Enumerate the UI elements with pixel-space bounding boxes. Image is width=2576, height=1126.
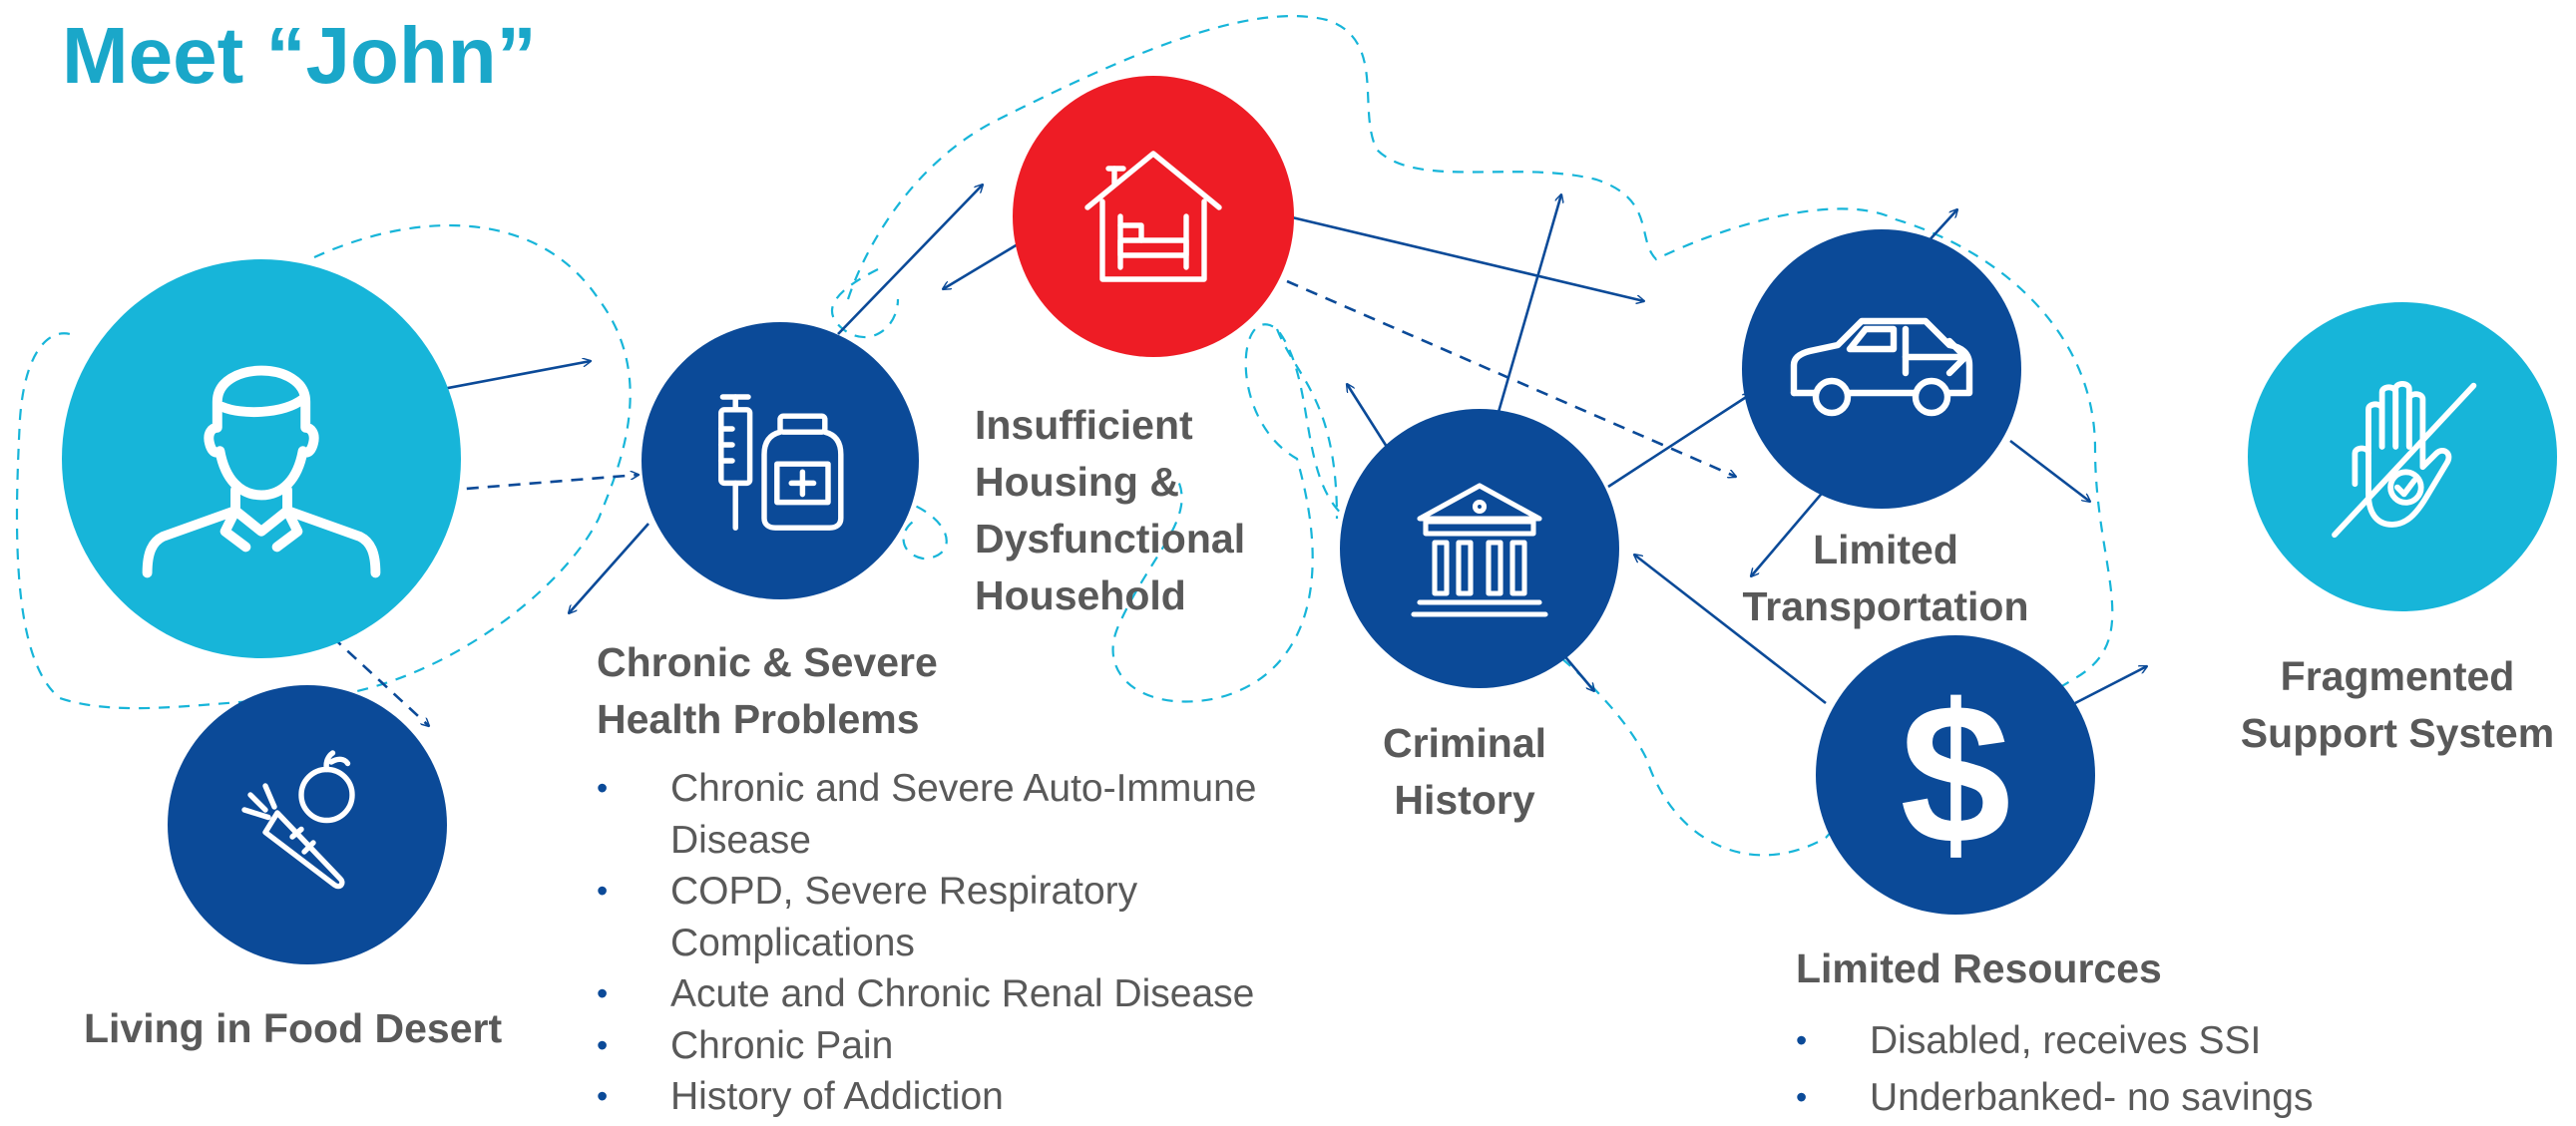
- criminal-label: Criminal History: [1335, 715, 1594, 829]
- transport-node: [1742, 229, 2021, 509]
- list-item: Disabled, receives SSI: [1796, 1012, 2494, 1069]
- list-item: Chronic and Severe Auto-Immune Disease: [597, 763, 1315, 866]
- health-problem-list: Chronic and Severe Auto-Immune Disease C…: [597, 763, 1315, 1123]
- arrow-criminal-up: [1495, 194, 1561, 420]
- support-label: Fragmented Support System: [2203, 648, 2576, 762]
- courthouse-icon: [1411, 483, 1548, 617]
- resources-list: Disabled, receives SSI Underbanked- no s…: [1796, 1012, 2494, 1126]
- support-label-line-2: Support System: [2240, 710, 2555, 756]
- housing-node: [1013, 76, 1294, 357]
- arrow-housing-transport: [1291, 215, 1644, 301]
- criminal-node: [1340, 409, 1619, 688]
- health-label: Chronic & Severe Health Problems: [597, 634, 938, 748]
- medicine-icon: [718, 394, 844, 531]
- car-icon: [1790, 317, 1973, 417]
- arrow-transport-left: [1751, 488, 1827, 576]
- support-node: [2248, 302, 2557, 611]
- arrow-health-housing: [837, 185, 983, 335]
- person-icon: [142, 365, 381, 578]
- resources-node: $: [1816, 635, 2095, 915]
- food-node: [168, 685, 447, 964]
- loop-criminal: [1275, 328, 1339, 520]
- housing-label-line-1: Insufficient: [975, 402, 1193, 448]
- criminal-label-line-1: Criminal: [1382, 720, 1547, 766]
- dollar-icon: $: [1900, 663, 2011, 886]
- dashed-housing-transport: [1286, 279, 1736, 477]
- dashed-john-health: [403, 475, 639, 496]
- transport-label-line-2: Transportation: [1742, 583, 2029, 629]
- house-bed-icon: [1084, 151, 1222, 282]
- transport-label: Limited Transportation: [1716, 522, 2055, 635]
- list-item: History of Addiction: [597, 1071, 1315, 1123]
- health-label-line-2: Health Problems: [597, 696, 920, 742]
- housing-label-line-3: Dysfunctional: [975, 516, 1246, 562]
- loop-health-right: [897, 497, 948, 561]
- list-item: Chronic Pain: [597, 1020, 1315, 1072]
- resources-label: Limited Resources: [1796, 945, 2162, 991]
- health-node: [642, 322, 919, 599]
- arrow-transport-right: [2009, 439, 2090, 502]
- criminal-label-line-2: History: [1394, 777, 1535, 823]
- arrow-housing-health: [943, 242, 1019, 289]
- list-item: COPD, Severe Respiratory Complications: [597, 866, 1315, 968]
- loop-housing: [846, 15, 2114, 857]
- health-label-line-1: Chronic & Severe: [597, 639, 938, 685]
- arrow-criminal-left: [1347, 384, 1389, 448]
- food-icon: [241, 750, 355, 890]
- food-label: Living in Food Desert: [84, 1005, 503, 1051]
- loop-health: [830, 268, 900, 339]
- arrow-health-left: [569, 523, 649, 613]
- list-item: Underbanked- no savings: [1796, 1069, 2494, 1126]
- loop-john: [15, 223, 632, 710]
- housing-label-line-4: Household: [975, 572, 1186, 618]
- john-node: [62, 259, 461, 658]
- page-title: Meet “John”: [62, 11, 537, 100]
- hand-off-icon: [2332, 381, 2477, 539]
- arrow-resources-criminal: [1634, 555, 1827, 705]
- housing-label-line-2: Housing &: [975, 459, 1179, 505]
- arrow-criminal-transport: [1607, 394, 1751, 489]
- list-item: Acute and Chronic Renal Disease: [597, 968, 1315, 1020]
- transport-label-line-1: Limited: [1813, 527, 1958, 572]
- housing-label: Insufficient Housing & Dysfunctional Hou…: [975, 397, 1245, 624]
- support-label-line-1: Fragmented: [2280, 653, 2515, 699]
- arrow-resources-support: [2074, 664, 2147, 705]
